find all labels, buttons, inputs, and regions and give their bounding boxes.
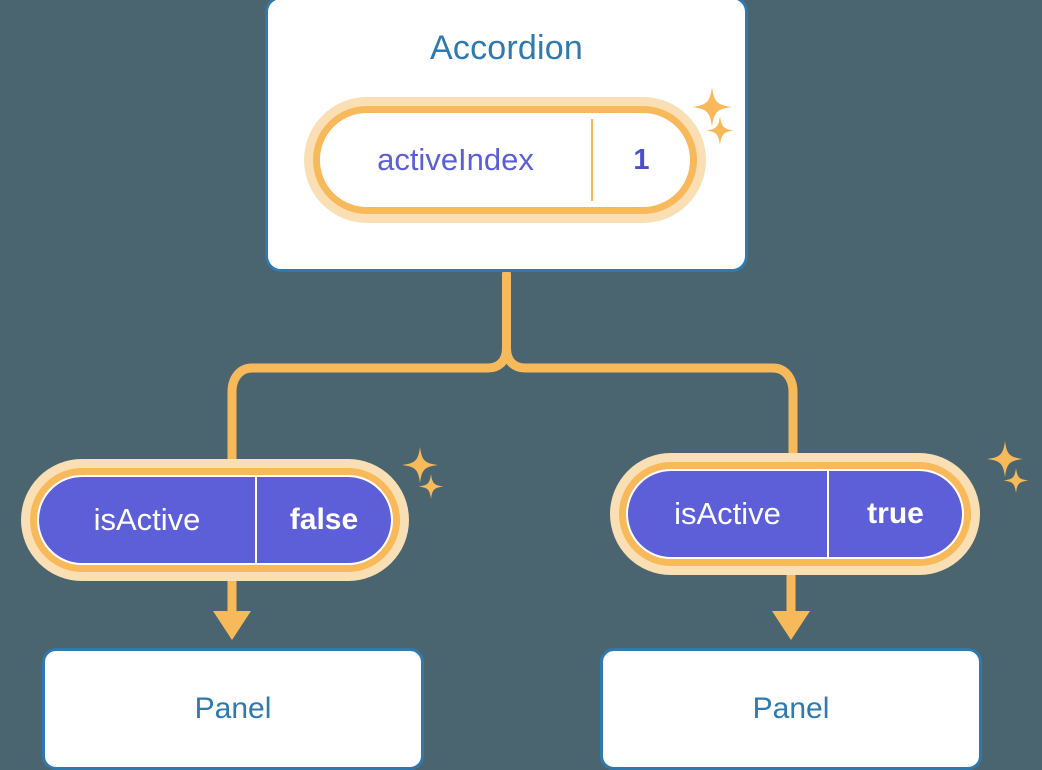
pill-divider	[591, 119, 593, 201]
pill-body: activeIndex 1	[320, 113, 690, 207]
pill-body: isActive true	[626, 469, 964, 559]
pill-body: isActive false	[37, 475, 393, 565]
arrow-down-left-head	[213, 611, 251, 640]
pill-border-ring	[30, 468, 400, 572]
state-name-activeindex: activeIndex	[377, 142, 534, 177]
panel-title-right: Panel	[752, 692, 830, 725]
pill-border-ring	[313, 106, 697, 214]
prop-name-right: isActive	[674, 496, 781, 531]
sparkle-small-icon	[1003, 468, 1029, 493]
pill-divider	[255, 477, 257, 563]
accordion-title: Accordion	[430, 29, 583, 67]
prop-value-left: false	[289, 503, 359, 536]
pill-divider	[827, 471, 829, 557]
panel-card-left[interactable]: Panel	[42, 648, 424, 770]
sparkle-large-icon	[402, 447, 438, 483]
state-value-activeindex: 1	[633, 143, 650, 176]
prop-pill-isactive-false[interactable]: isActive false	[21, 459, 409, 581]
arrow-down-right-group	[772, 566, 810, 640]
prop-value-right: true	[867, 497, 924, 530]
prop-name-left: isActive	[93, 502, 201, 537]
arrow-down-left-group	[213, 572, 251, 640]
connector-fork-right	[502, 343, 798, 467]
sparkle-small-icon	[418, 474, 444, 499]
state-pill-activeindex[interactable]: activeIndex 1	[304, 97, 706, 223]
sparkle-large-icon	[987, 441, 1023, 477]
prop-pill-isactive-true[interactable]: isActive true	[610, 453, 980, 575]
connector-fork-left	[227, 343, 511, 473]
arrow-down-right-head	[772, 611, 810, 640]
panel-card-right[interactable]: Panel	[600, 648, 982, 770]
panel-title-left: Panel	[194, 692, 272, 725]
